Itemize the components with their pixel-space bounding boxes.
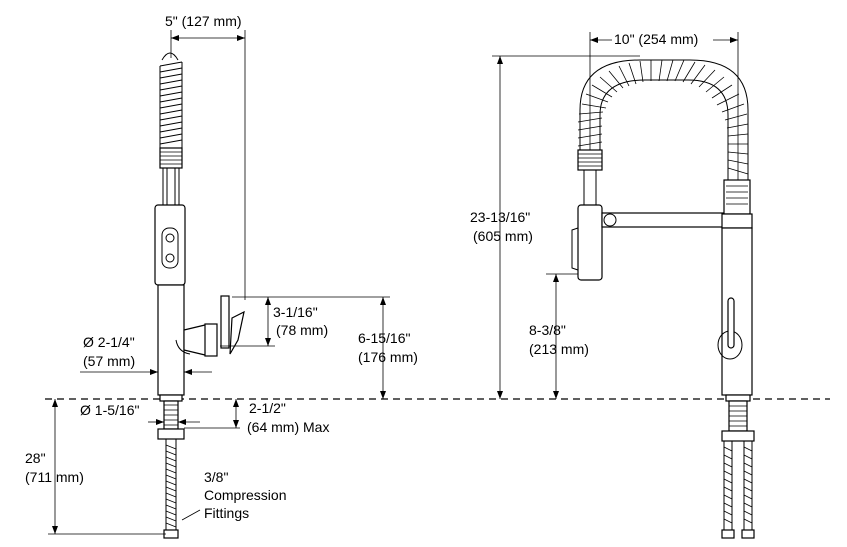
overall-height-in-label: 23-13/16" xyxy=(470,209,531,225)
deck-thickness-mm-label: (64 mm) Max xyxy=(247,419,330,435)
front-upper-column xyxy=(723,179,751,215)
handle-height-in-label: 3-1/16" xyxy=(273,304,318,320)
spout-height-mm-label: (213 mm) xyxy=(529,341,589,357)
fittings-type-label: Compression xyxy=(204,487,287,503)
total-length-mm-label: (711 mm) xyxy=(25,469,84,485)
side-view-faucet xyxy=(154,52,245,539)
front-mounting-nut xyxy=(721,430,755,442)
spout-height-in-label: 8-3/8" xyxy=(529,322,566,338)
side-body-column xyxy=(157,284,185,396)
handle-height-mm-label: (78 mm) xyxy=(276,322,329,338)
reach-label: 10" (254 mm) xyxy=(614,31,699,47)
front-body-column xyxy=(721,227,753,396)
side-dimension-lines xyxy=(48,30,390,535)
front-spring-coil xyxy=(577,59,749,180)
side-handle xyxy=(175,295,245,357)
top-width-label: 5" (127 mm) xyxy=(165,13,242,29)
front-dimension-lines xyxy=(492,32,739,399)
fittings-size-label: 3/8" xyxy=(204,469,229,485)
handle-base-mm-label: (176 mm) xyxy=(358,349,418,365)
handle-base-in-label: 6-15/16" xyxy=(358,330,411,346)
side-spring-coil xyxy=(159,52,183,169)
front-view-faucet xyxy=(571,59,755,539)
total-length-in-label: 28" xyxy=(25,450,46,466)
base-diameter-mm-label: (57 mm) xyxy=(83,353,136,369)
side-mounting-nut xyxy=(157,428,185,440)
overall-height-mm-label: (605 mm) xyxy=(473,228,533,244)
front-sprayhead xyxy=(577,204,603,281)
front-dock-arm xyxy=(601,212,725,228)
side-sprayhead xyxy=(154,204,186,286)
fittings-word-label: Fittings xyxy=(204,505,250,521)
hole-diameter-label: Ø 1-5/16" xyxy=(80,402,140,418)
deck-thickness-in-label: 2-1/2" xyxy=(249,400,286,416)
base-diameter-in-label: Ø 2-1/4" xyxy=(83,334,135,350)
